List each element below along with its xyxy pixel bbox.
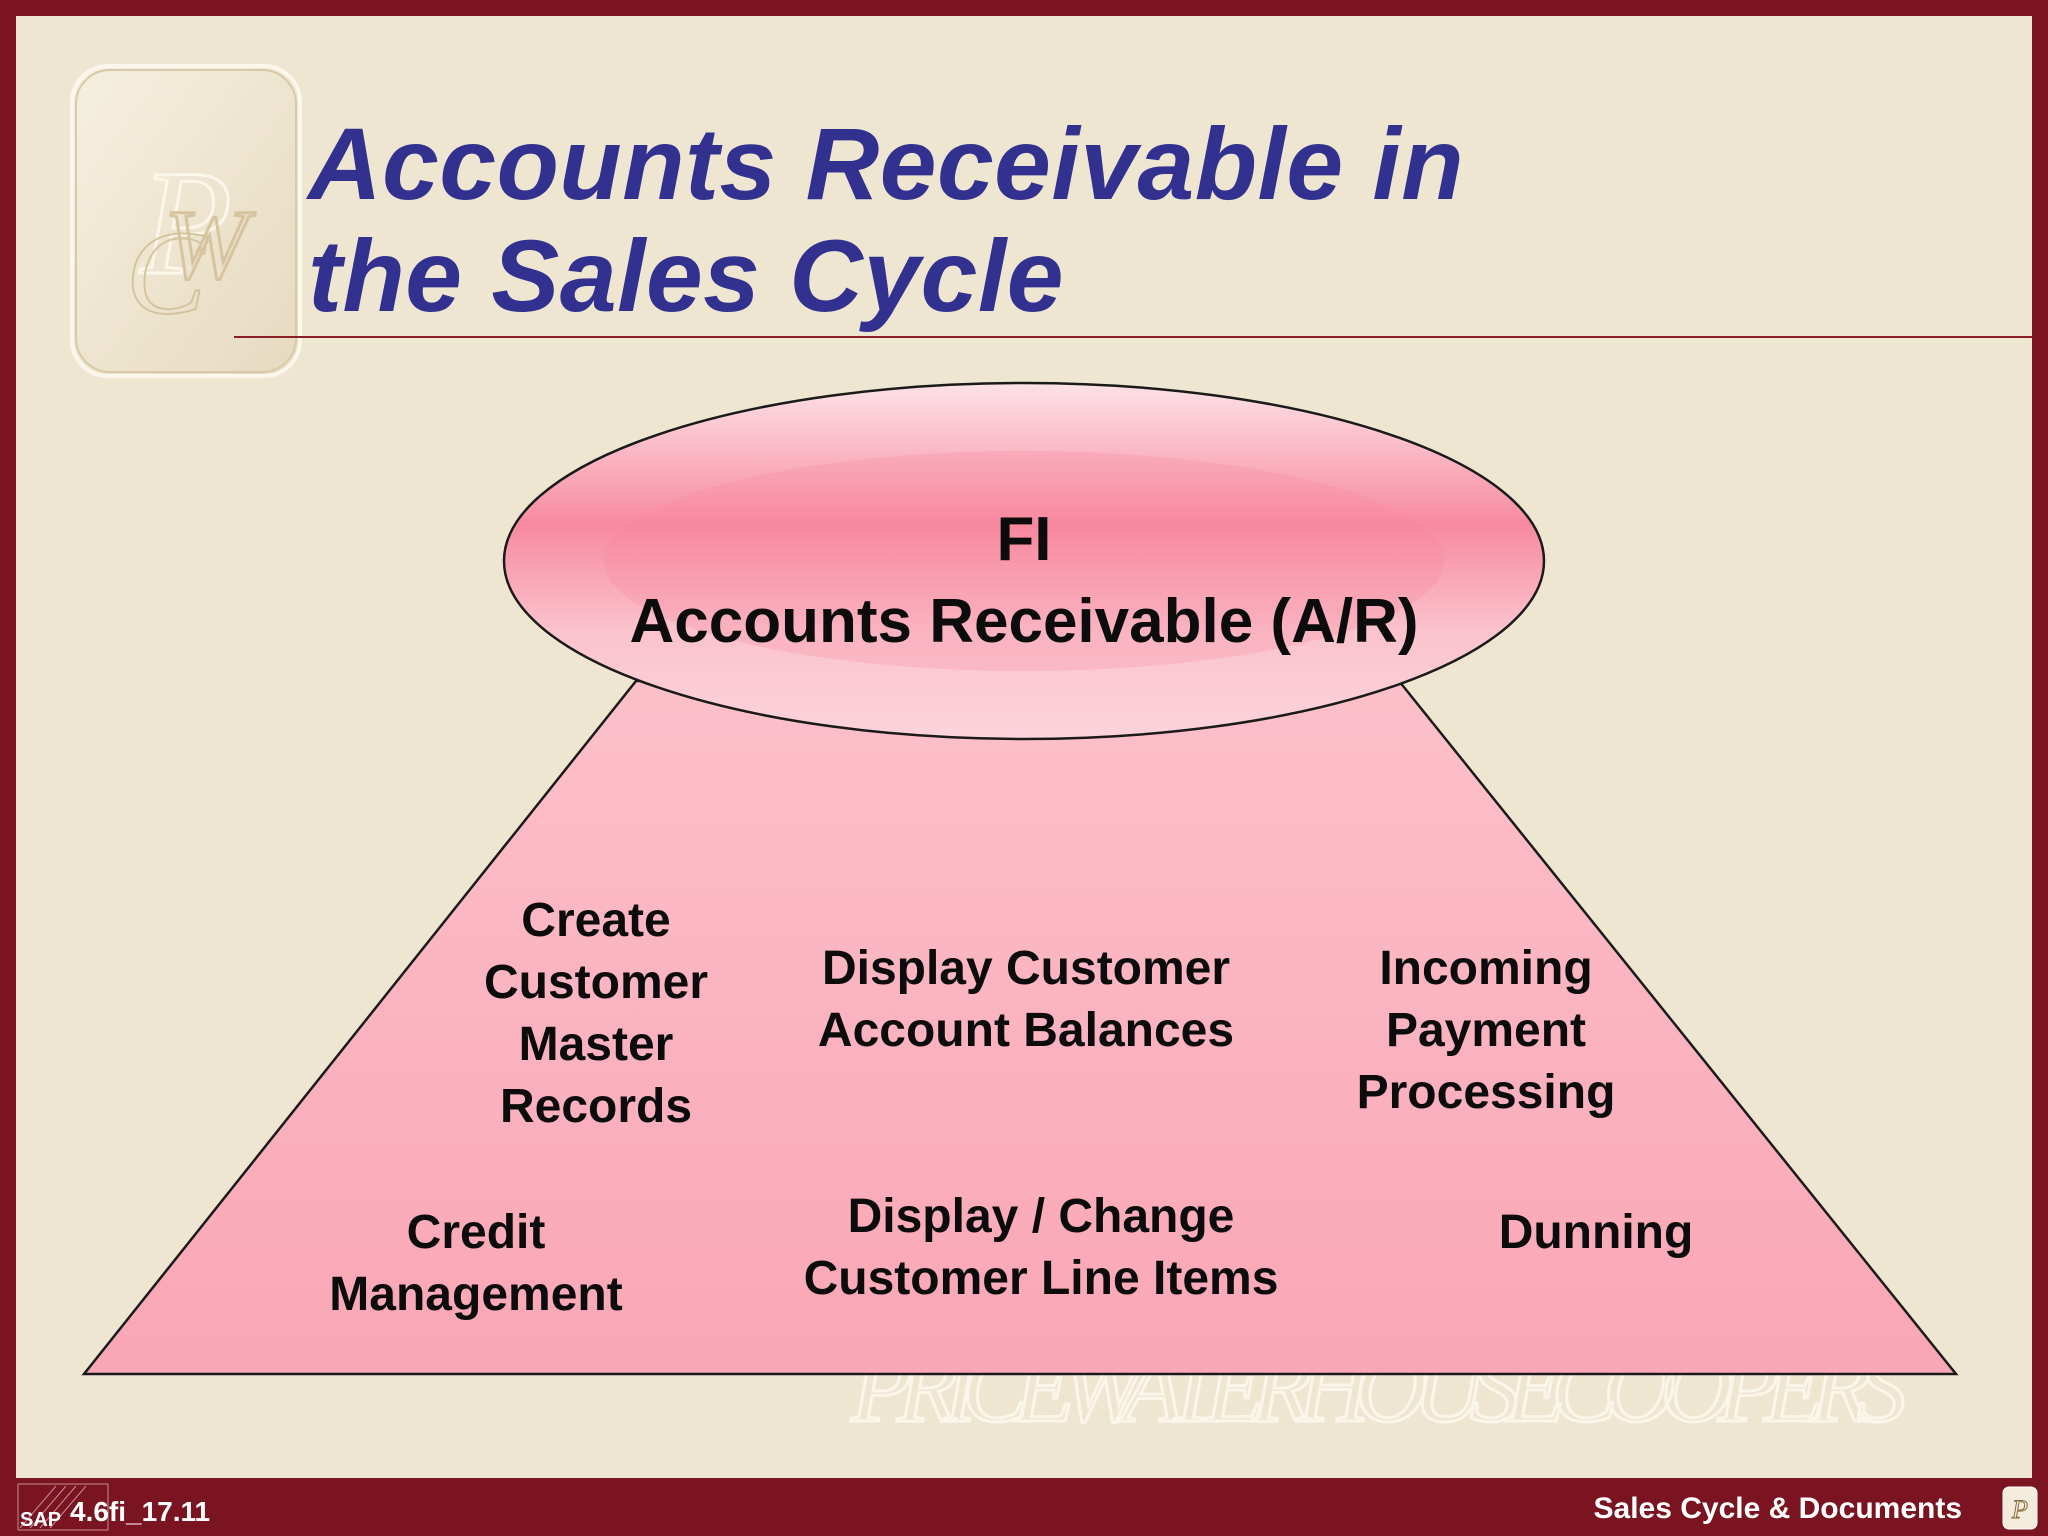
- title-divider: [234, 336, 2032, 338]
- footer-section-title: Sales Cycle & Documents: [1593, 1492, 1962, 1525]
- pwc-logo: P W C: [70, 64, 302, 378]
- item-display-change-customer-line-items: Display / Change Customer Line Items: [803, 1190, 1279, 1305]
- item-credit-management: Credit Management: [329, 1206, 623, 1321]
- item-display-customer-account-balances: Display Customer Account Balances: [817, 942, 1235, 1057]
- footer-slide-code: 4.6fi_17.11: [70, 1496, 211, 1527]
- footer-pwc-logo-icon: P: [2002, 1486, 2038, 1530]
- page-title: Accounts Receivable in the Sales Cycle: [308, 108, 1464, 332]
- svg-text:W: W: [164, 189, 255, 300]
- ar-diagram: PRICEWATERHOUSECOOPERS: [81, 381, 1959, 1445]
- title-line-1: Accounts Receivable in: [308, 107, 1465, 221]
- fi-ar-oval: [502, 381, 1546, 741]
- oval-title-ar: Accounts Receivable (A/R): [629, 587, 1419, 656]
- svg-text:P: P: [2011, 1495, 2028, 1524]
- slide: P W C Accounts Receivable in the Sales C…: [16, 16, 2032, 1478]
- svg-text:P: P: [139, 140, 232, 306]
- item-dunning: Dunning: [1498, 1206, 1694, 1259]
- item-create-customer-master-records: Create Customer Master Records: [483, 894, 709, 1133]
- svg-text:C: C: [126, 206, 208, 339]
- footer-sap-label: SAP: [20, 1509, 62, 1531]
- item-incoming-payment-processing: Incoming Payment Processing: [1356, 942, 1616, 1119]
- sap-footer-mark: [17, 1483, 109, 1531]
- oval-title-fi: FI: [996, 505, 1052, 574]
- title-line-2: the Sales Cycle: [308, 219, 1064, 333]
